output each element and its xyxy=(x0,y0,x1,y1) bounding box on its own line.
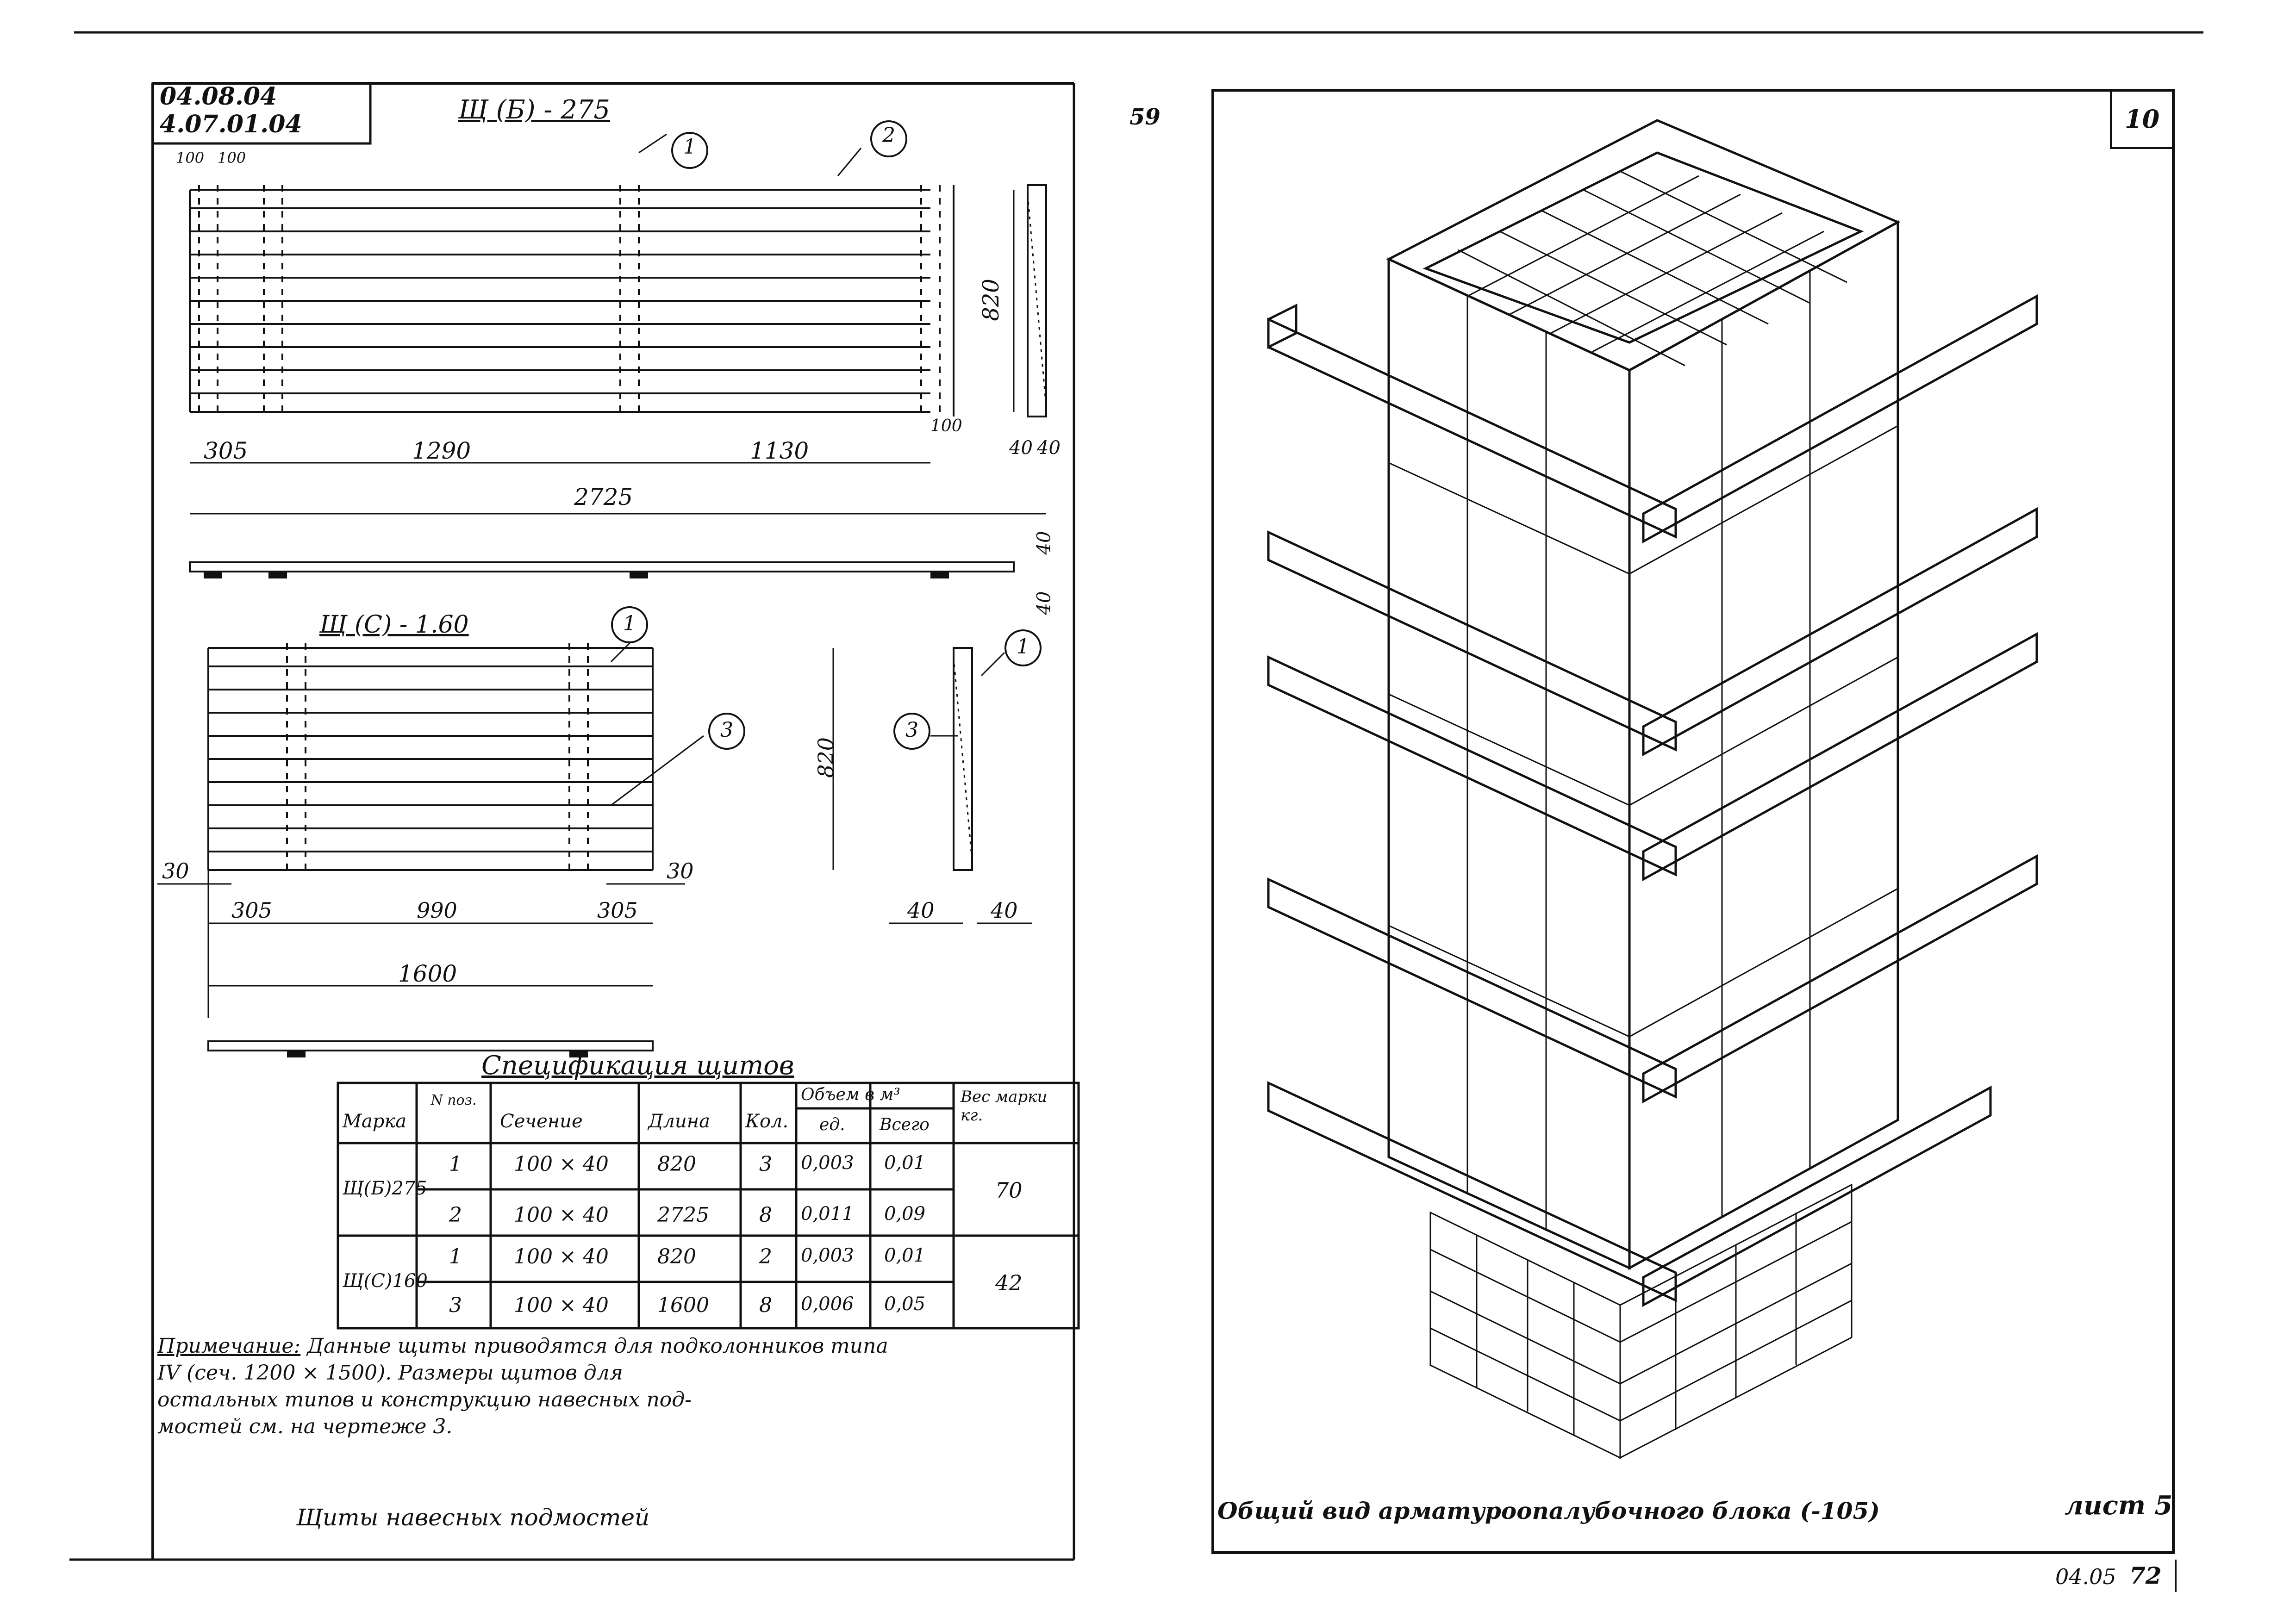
g1r1-section: 100 × 40 xyxy=(514,1152,609,1176)
g2r2-qty: 8 xyxy=(759,1293,772,1317)
th-mark: Марка xyxy=(343,1111,407,1132)
stamp-line-1: 04.08.04 xyxy=(160,82,277,111)
left-caption: Щиты навесных подмостей xyxy=(296,1504,650,1531)
g1r2-qty: 8 xyxy=(759,1203,772,1227)
g2r2-unit: 0,006 xyxy=(801,1293,854,1315)
shield-c-dim-5: 40 xyxy=(991,898,1018,923)
g1r2-length: 2725 xyxy=(657,1203,709,1227)
g1r1-total: 0,01 xyxy=(884,1152,926,1174)
g1r1-qty: 3 xyxy=(759,1152,772,1176)
shield-b-title: Щ (Б) - 275 xyxy=(458,95,610,125)
shield-c-title: Щ (С) - 1.60 xyxy=(319,611,469,639)
shield-b-dim-6: 40 xyxy=(1037,437,1061,459)
g1r1-unit: 0,003 xyxy=(801,1152,854,1174)
th-vol-total: Всего xyxy=(880,1115,930,1134)
note-text-1: Данные щиты приводятся для подколонников… xyxy=(307,1334,888,1358)
shield-b-dim-1: 305 xyxy=(204,437,248,464)
footer-code: 04.05 xyxy=(2055,1564,2116,1589)
spec-table-title: Спецификация щитов xyxy=(481,1051,794,1081)
shield-c-callout-1a: 1 xyxy=(623,612,636,635)
shield-b-dim-top-a: 100 xyxy=(176,149,205,167)
shield-b-callout-2: 2 xyxy=(882,124,895,147)
sheet-number: 10 xyxy=(2125,104,2160,134)
shield-c-dim-30-left: 30 xyxy=(162,858,189,883)
g1r2-unit: 0,011 xyxy=(801,1203,854,1225)
g2r1-unit: 0,003 xyxy=(801,1245,854,1266)
shield-c-callout-3b: 3 xyxy=(905,718,918,742)
shield-b-callout-1: 1 xyxy=(683,135,696,159)
group-2-weight: 42 xyxy=(995,1270,1023,1295)
th-weight: Вес марки кг. xyxy=(961,1088,1048,1125)
note-text-2: IV (сеч. 1200 × 1500). Размеры щитов для xyxy=(157,1361,623,1385)
shield-c-dim-total: 1600 xyxy=(398,960,457,987)
group-1-mark: Щ(Б)275 xyxy=(343,1178,427,1199)
th-section: Сечение xyxy=(500,1111,583,1132)
group-1-weight: 70 xyxy=(995,1178,1023,1203)
g2r1-length: 820 xyxy=(657,1245,696,1269)
shield-c-callout-3a: 3 xyxy=(720,718,733,742)
right-caption: Общий вид арматуроопалубочного блока (-1… xyxy=(1217,1497,1880,1524)
shield-c-callout-1b: 1 xyxy=(1017,635,1029,659)
shield-c-dim-30-right: 30 xyxy=(667,858,694,883)
shield-b-dim-2: 1290 xyxy=(412,437,471,464)
shield-b-dim-top-b: 100 xyxy=(218,149,246,167)
g2r1-section: 100 × 40 xyxy=(514,1245,609,1269)
stamp-line-2: 4.07.01.04 xyxy=(160,110,302,138)
shield-c-dim-2: 990 xyxy=(417,898,457,923)
th-vol-unit: ед. xyxy=(819,1115,845,1134)
footer-page: 72 xyxy=(2129,1562,2162,1589)
shield-c-dim-1: 305 xyxy=(231,898,272,923)
shield-c-dim-3: 305 xyxy=(597,898,638,923)
th-qty: Кол. xyxy=(745,1111,789,1132)
group-2-mark: Щ(С)160 xyxy=(343,1270,428,1292)
shield-c-dim-4: 40 xyxy=(907,898,935,923)
list-label: лист 5 xyxy=(2065,1490,2173,1521)
g2r2-num: 3 xyxy=(449,1293,462,1317)
note-label: Примечание: xyxy=(157,1334,301,1358)
g1r2-num: 2 xyxy=(449,1203,462,1227)
shield-b-dim-3: 1130 xyxy=(750,437,809,464)
note-text-4: мостей см. на чертеже 3. xyxy=(157,1415,453,1438)
note-block: Примечание: Данные щиты приводятся для п… xyxy=(157,1333,1065,1440)
g2r2-section: 100 × 40 xyxy=(514,1293,609,1317)
g1r1-length: 820 xyxy=(657,1152,696,1176)
g2r1-num: 1 xyxy=(449,1245,462,1269)
note-text-3: остальных типов и конструкцию навесных п… xyxy=(157,1388,692,1412)
shield-c-drawing xyxy=(157,606,1042,1057)
shield-b-dim-total: 2725 xyxy=(574,484,633,510)
shield-b-dim-5: 40 xyxy=(1009,437,1033,459)
th-length: Длина xyxy=(648,1111,710,1132)
g2r2-total: 0,05 xyxy=(884,1293,926,1315)
page-number: 59 xyxy=(1129,104,1160,130)
g2r1-qty: 2 xyxy=(759,1245,772,1269)
g1r1-num: 1 xyxy=(449,1152,462,1176)
g1r2-section: 100 × 40 xyxy=(514,1203,609,1227)
g2r2-length: 1600 xyxy=(657,1293,709,1317)
th-volume: Объем в м³ xyxy=(801,1085,900,1104)
spec-table-grid xyxy=(337,1082,1080,1330)
g2r1-total: 0,01 xyxy=(884,1245,926,1266)
g1r2-total: 0,09 xyxy=(884,1203,926,1225)
shield-b-drawing xyxy=(189,120,1047,578)
shield-b-dim-4: 100 xyxy=(930,417,962,435)
formwork-block-drawing xyxy=(1267,119,2038,1459)
th-num: N поз. xyxy=(430,1092,477,1108)
